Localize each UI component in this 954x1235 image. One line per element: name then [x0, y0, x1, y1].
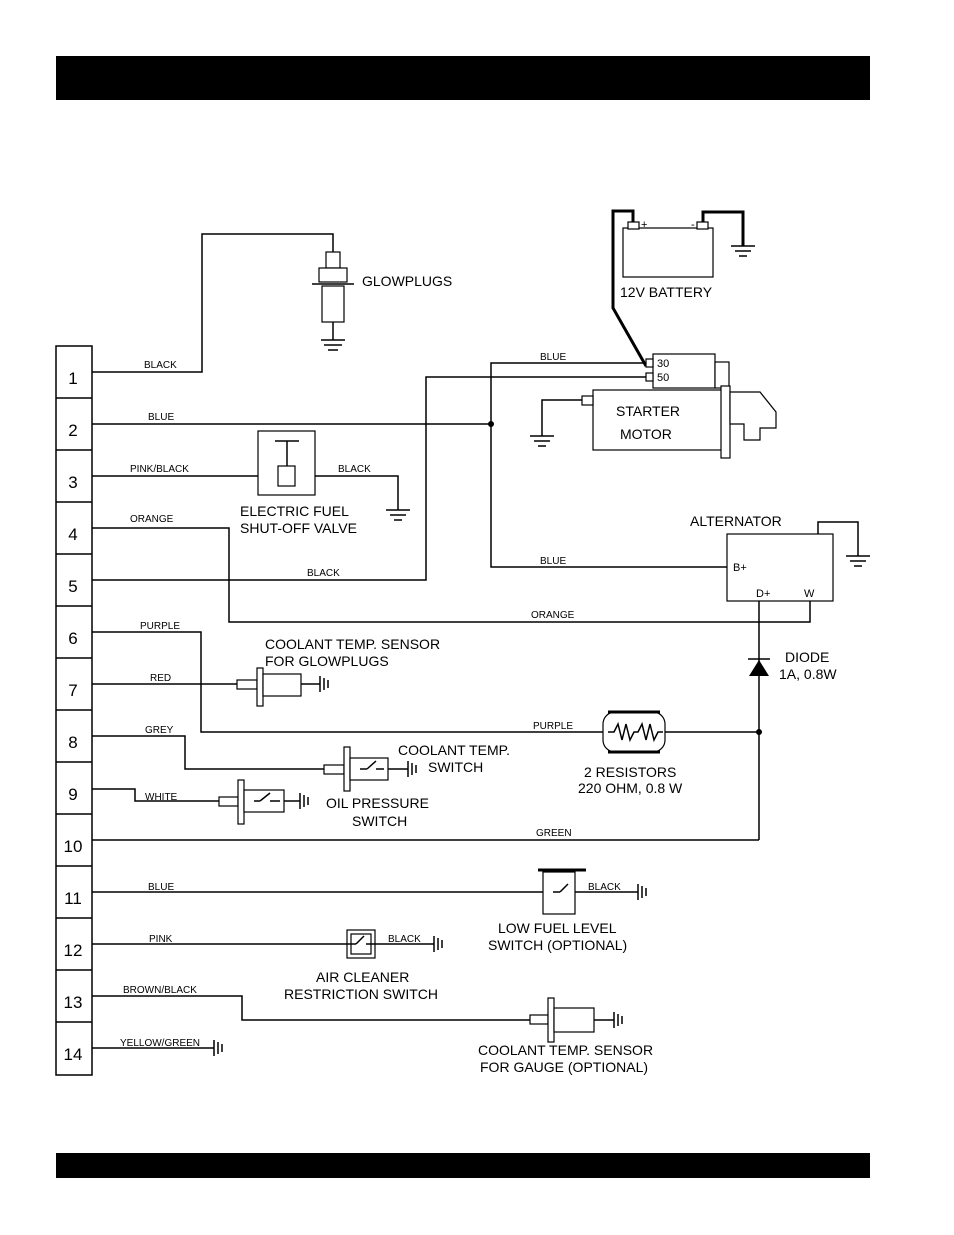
wire-label: PURPLE	[140, 621, 180, 632]
wire-label: BLACK	[388, 934, 421, 945]
diode: DIODE 1A, 0.8W	[748, 601, 837, 840]
coolant-temp-switch: COOLANT TEMP. SWITCH	[323, 742, 510, 792]
terminal-number: 8	[68, 733, 77, 752]
battery-label: 12V BATTERY	[620, 284, 713, 300]
wire-label: BLACK	[588, 882, 621, 893]
alternator-bplus: B+	[733, 562, 747, 574]
coolant-gauge-label-line1: COOLANT TEMP. SENSOR	[478, 1042, 653, 1058]
terminal-strip: 1 2 3 4 5 6 7 8 9 10 11 12 13 14	[55, 345, 93, 1076]
wire-10: GREEN	[92, 828, 759, 841]
starter-label-line2: MOTOR	[620, 426, 672, 442]
footer-bar	[56, 1153, 870, 1178]
wire-label: BLUE	[148, 882, 174, 893]
fuel-shutoff-valve: ELECTRIC FUEL SHUT-OFF VALVE	[240, 430, 357, 536]
alternator-label: ALTERNATOR	[690, 513, 782, 529]
fuel-level-label-line2: SWITCH (OPTIONAL)	[488, 937, 627, 953]
terminal-number: 10	[64, 837, 83, 856]
terminal-number: 6	[68, 629, 77, 648]
wire-1: BLACK	[92, 233, 334, 373]
air-cleaner-label-line2: RESTRICTION SWITCH	[284, 986, 438, 1002]
oil-label-line1: OIL PRESSURE	[326, 795, 429, 811]
wire-14: YELLOW/GREEN	[92, 1038, 223, 1056]
wire-label: BLACK	[338, 464, 371, 475]
terminal-number: 2	[68, 421, 77, 440]
coolant-sensor-glowplugs: COOLANT TEMP. SENSOR FOR GLOWPLUGS	[236, 636, 440, 707]
coolant-sensor-gauge: COOLANT TEMP. SENSOR FOR GAUGE (OPTIONAL…	[478, 997, 653, 1075]
terminal-number: 9	[68, 785, 77, 804]
wire-12: PINK BLACK	[92, 934, 421, 945]
wire-label: BLACK	[144, 360, 177, 371]
wire-label: BLUE	[148, 412, 174, 423]
wire-2: BLUE BLUE	[92, 412, 730, 568]
diode-label-line2: 1A, 0.8W	[779, 666, 837, 682]
wire-label: PINK/BLACK	[130, 464, 189, 475]
fuel-level-label-line1: LOW FUEL LEVEL	[498, 920, 617, 936]
wire-8: GREY	[92, 725, 324, 770]
wire-13: BROWN/BLACK	[92, 985, 530, 1021]
wire-label: ORANGE	[531, 610, 575, 621]
wire-label: GREEN	[536, 828, 572, 839]
wire-label: ORANGE	[130, 514, 174, 525]
alternator: ALTERNATOR B+ D+ W	[690, 513, 870, 602]
coolant-glow-label-line1: COOLANT TEMP. SENSOR	[265, 636, 440, 652]
terminal-number: 5	[68, 577, 77, 596]
terminal-number: 13	[64, 993, 83, 1012]
starter-motor: 30 50 STARTER MOTOR	[530, 353, 777, 459]
wire-label: YELLOW/GREEN	[120, 1038, 200, 1049]
starter-terminal-30: 30	[657, 358, 669, 370]
battery: + - 12V BATTERY	[611, 209, 755, 367]
oil-pressure-switch: OIL PRESSURE SWITCH	[218, 779, 429, 829]
wire-label: PINK	[149, 934, 173, 945]
wire-label: BLUE	[540, 556, 566, 567]
header-bar	[56, 56, 870, 100]
wire-label: GREY	[145, 725, 174, 736]
resistors-label-line1: 2 RESISTORS	[584, 764, 676, 780]
terminal-number: 1	[68, 369, 77, 388]
air-cleaner-label-line1: AIR CLEANER	[316, 969, 409, 985]
starter-terminal-50: 50	[657, 372, 669, 384]
wire-6: PURPLE PURPLE	[92, 621, 759, 733]
terminal-number: 3	[68, 473, 77, 492]
resistors-label-line2: 220 OHM, 0.8 W	[578, 780, 683, 796]
wire-9: WHITE	[92, 788, 219, 803]
air-cleaner-switch: AIR CLEANER RESTRICTION SWITCH	[284, 929, 443, 1002]
wire-label: BLUE	[540, 352, 566, 363]
coolant-switch-label-line2: SWITCH	[428, 759, 483, 775]
oil-label-line2: SWITCH	[352, 813, 407, 829]
fuel-valve-label-line2: SHUT-OFF VALVE	[240, 520, 357, 536]
alternator-w: W	[804, 588, 815, 600]
terminal-number: 14	[64, 1045, 83, 1064]
wire-label: WHITE	[145, 792, 178, 803]
terminal-number: 7	[68, 681, 77, 700]
terminal-number: 11	[64, 889, 82, 908]
terminal-number: 12	[64, 941, 83, 960]
wire-label: PURPLE	[533, 721, 573, 732]
coolant-switch-label-line1: COOLANT TEMP.	[398, 742, 510, 758]
wire-4: ORANGE ORANGE	[92, 514, 811, 623]
alternator-dplus: D+	[756, 588, 770, 600]
glowplugs-label: GLOWPLUGS	[362, 273, 452, 289]
coolant-glow-label-line2: FOR GLOWPLUGS	[265, 653, 389, 669]
wire-7: RED	[92, 673, 237, 685]
starter-label-line1: STARTER	[616, 403, 680, 419]
wire-label: BLACK	[307, 568, 340, 579]
resistors: 2 RESISTORS 220 OHM, 0.8 W	[578, 710, 683, 796]
battery-positive: +	[641, 219, 647, 231]
terminal-number: 4	[68, 525, 77, 544]
coolant-gauge-label-line2: FOR GAUGE (OPTIONAL)	[480, 1059, 648, 1075]
wire-starter-blue: BLUE	[490, 352, 646, 423]
low-fuel-level-switch: LOW FUEL LEVEL SWITCH (OPTIONAL)	[488, 868, 647, 953]
diode-label-line1: DIODE	[785, 649, 829, 665]
wire-label: RED	[150, 673, 171, 684]
wire-11: BLUE BLACK	[92, 882, 621, 893]
wire-label: BROWN/BLACK	[123, 985, 197, 996]
wire-5: BLACK	[92, 376, 646, 581]
battery-negative: -	[691, 219, 695, 231]
glowplug-symbol: GLOWPLUGS	[312, 251, 452, 351]
fuel-valve-label-line1: ELECTRIC FUEL	[240, 503, 349, 519]
wire-3: PINK/BLACK BLACK	[92, 464, 410, 521]
